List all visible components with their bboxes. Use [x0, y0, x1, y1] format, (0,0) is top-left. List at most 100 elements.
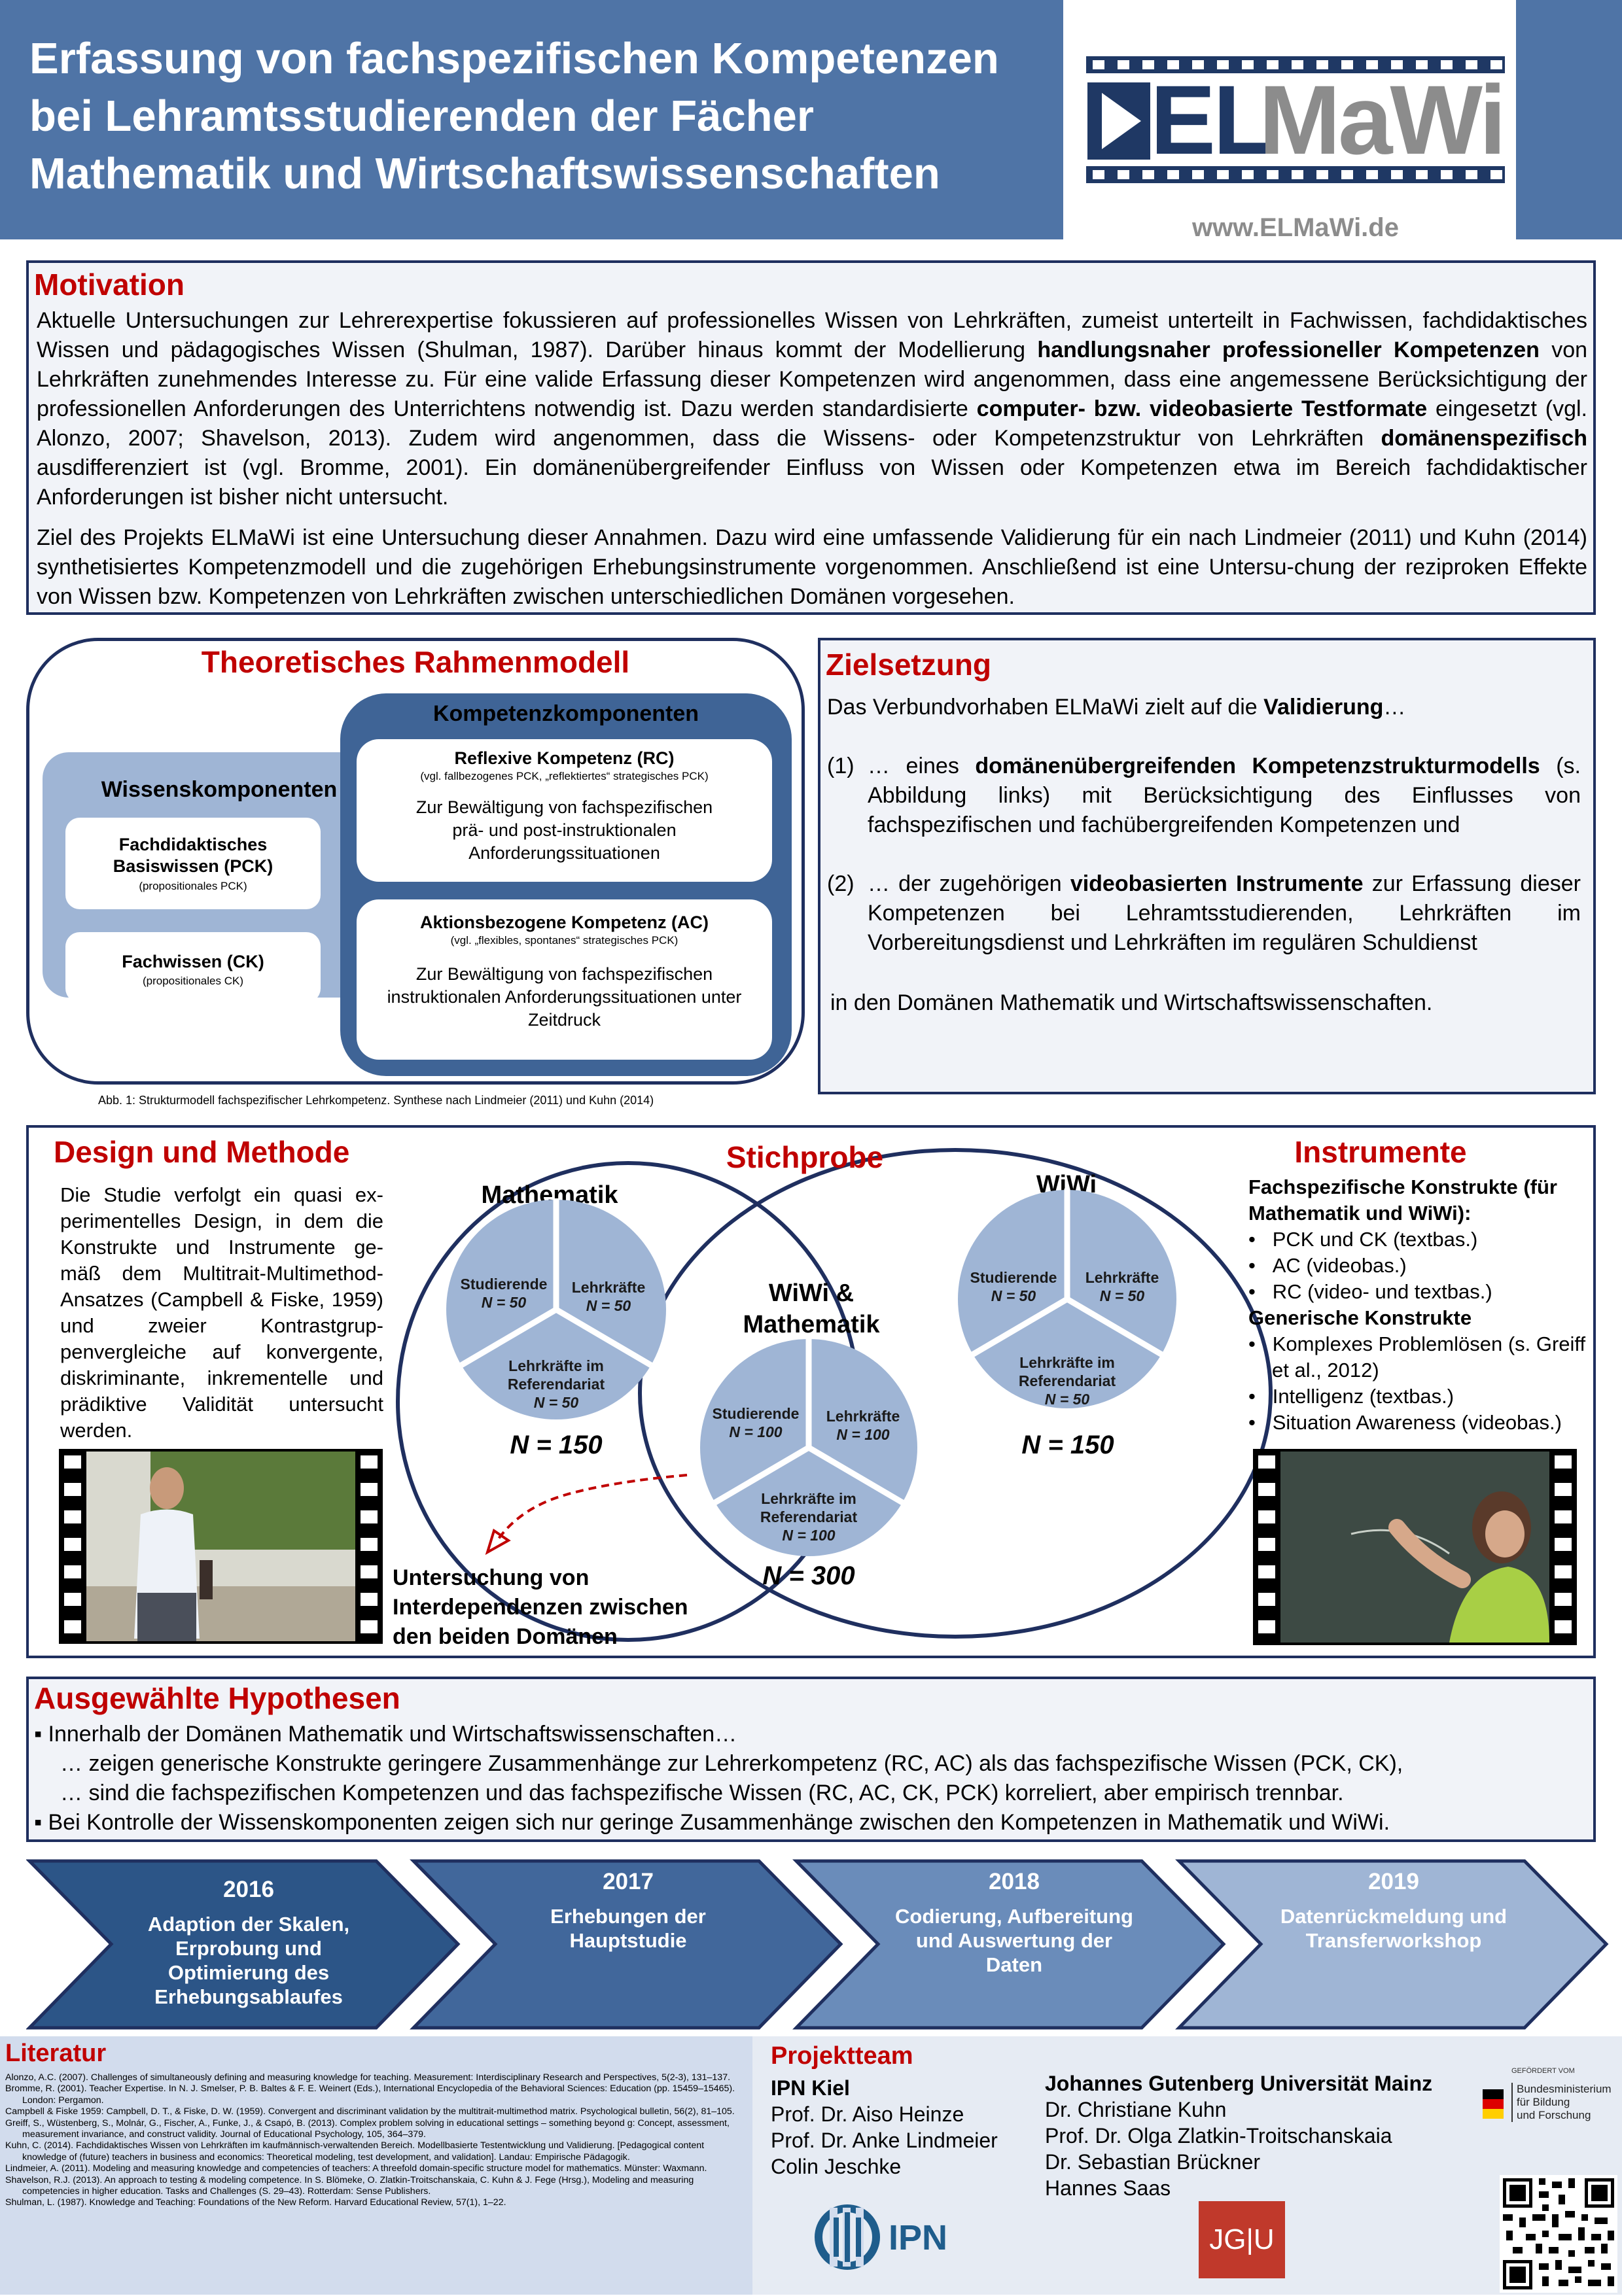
pck-box: Fachdidaktisches Basiswissen (PCK) (prop… [65, 818, 321, 909]
funder-line: Bundesministerium [1517, 2083, 1612, 2095]
segment-label: Lehrkräfte [1085, 1269, 1159, 1286]
bullet-icon: • [1248, 1332, 1273, 1355]
text-run: Aktuelle Untersuchungen zur Lehrerexpert… [37, 308, 1587, 362]
motivation-title: Motivation [34, 268, 185, 302]
knowledge-components-title: Wissenskomponenten [101, 777, 338, 802]
ck-box: Fachwissen (CK) (propositionales CK) [65, 932, 321, 1003]
team-member: Dr. Christiane Kuhn [1045, 2098, 1227, 2121]
instrument-label: Situation Awareness (videobas.) [1272, 1411, 1562, 1434]
ck-title: Fachwissen (CK) [122, 952, 264, 971]
title-line: Mathematik und Wirtschaftswissenschaften [29, 149, 940, 198]
funder-line: und Forschung [1517, 2109, 1591, 2121]
segment-count: N = 100 [782, 1527, 836, 1544]
text-run: ausdifferenziert ist (vgl. Bromme, 2001)… [37, 455, 1587, 510]
poster-title: Erfassung von fachspezifischen Kompetenz… [29, 30, 1050, 203]
hypotheses-title: Ausgewählte Hypothesen [34, 1681, 400, 1715]
elmawi-logo: EL MaWi [1086, 51, 1506, 188]
hypotheses-box: Ausgewählte Hypothesen ▪ Innerhalb der D… [26, 1677, 1596, 1842]
eagle-icon [1483, 2089, 1504, 2119]
project-url[interactable]: www.ELMaWi.de [1192, 213, 1399, 242]
reference: Lindmeier, A. (2011). Modeling and measu… [5, 2163, 707, 2174]
goal-item-1-number: (1) [827, 754, 855, 778]
instrument-item: • PCK und CK (textbas.) [1248, 1226, 1589, 1253]
instrument-item: • RC (video- und textbas.) [1248, 1279, 1589, 1305]
title-line: Erfassung von fachspezifischen Kompetenz… [29, 34, 999, 83]
timeline-year: 2017 [603, 1869, 654, 1894]
instrument-item: • AC (videobas.) [1248, 1253, 1589, 1279]
instrument-label: Intelligenz (textbas.) [1272, 1385, 1455, 1408]
bullet-icon: • [1248, 1411, 1273, 1434]
timeline-text: Adaption der Skalen, Erprobung und Optim… [147, 1913, 350, 2008]
segment-label: Studierende [970, 1269, 1057, 1286]
team-member: Hannes Saas [1045, 2176, 1171, 2200]
reference: Shulman, L. (1987). Knowledge and Teachi… [5, 2197, 506, 2208]
instrument-item: • Situation Awareness (videobas.) [1248, 1410, 1589, 1436]
reference: Greiff, S., Wüstenberg, S., Molnár, G., … [5, 2117, 730, 2140]
motivation-paragraph-2: Ziel des Projekts ELMaWi ist eine Unters… [37, 525, 1587, 609]
hypothesis-line: … sind die fachspezifischen Kompetenzen … [60, 1781, 1344, 1805]
hypothesis-line: … zeigen generische Konstrukte geringere… [60, 1751, 1403, 1776]
teacher-photo-strip [1253, 1449, 1577, 1645]
bmbf-logo: GEFÖRDERT VOM Bundesministerium für Bild… [1480, 2067, 1617, 2122]
text-run: … eines [868, 754, 976, 778]
ac-text: Zur Bewältigung von fachspezifischen ins… [387, 964, 742, 1030]
instrument-item: • Intelligenz (textbas.) [1248, 1383, 1589, 1410]
logo-text-mawi: MaWi [1259, 65, 1506, 175]
timeline-year: 2019 [1368, 1869, 1419, 1894]
emphasis: domänenspezifisch [1381, 426, 1587, 451]
both-total: N = 300 [762, 1561, 855, 1590]
team-member: Colin Jeschke [771, 2155, 902, 2178]
goal-item-1: … eines domänenübergreifenden Kompetenzs… [868, 752, 1581, 840]
wiwi-total: N = 150 [1021, 1431, 1114, 1459]
goal-item-2: … der zugehörigen videobasierten Instrum… [868, 869, 1581, 958]
both-label: WiWi & Mathematik [743, 1279, 880, 1338]
emphasis: handlungsnaher professioneller Kompetenz… [1037, 338, 1540, 362]
qr-code[interactable] [1500, 2175, 1617, 2293]
bullet-icon: • [1248, 1280, 1273, 1303]
literature-panel [0, 2036, 752, 2295]
title-line: bei Lehramtsstudierenden der Fächer [29, 92, 814, 141]
instrument-label: RC (video- und textbas.) [1272, 1280, 1492, 1303]
bullet-icon: • [1248, 1254, 1273, 1277]
hypotheses-list: ▪ Innerhalb der Domänen Mathematik und W… [34, 1720, 1585, 1837]
team-member: Prof. Dr. Anke Lindmeier [771, 2129, 998, 2152]
goal-title: Zielsetzung [826, 648, 992, 682]
rc-box: Reflexive Kompetenz (RC) (vgl. fallbezog… [357, 739, 772, 882]
framework-caption: Abb. 1: Strukturmodell fachspezifischer … [98, 1094, 654, 1107]
generic-constructs-title: Generische Konstrukte [1248, 1306, 1472, 1329]
goal-box: Zielsetzung Das Verbundvorhaben ELMaWi z… [818, 638, 1596, 1094]
reference: Bromme, R. (2001). Teacher Expertise. In… [5, 2083, 735, 2106]
instrument-label: Komplexes Problemlösen (s. Greiff et al.… [1272, 1332, 1586, 1382]
hypothesis-line: ▪ Bei Kontrolle der Wissenskomponenten z… [34, 1808, 1585, 1837]
reference: Alonzo, A.C. (2007). Challenges of simul… [5, 2072, 731, 2083]
segment-count: N = 50 [1044, 1391, 1090, 1408]
funder-name: Bundesministerium für Bildung und Forsch… [1511, 2083, 1617, 2122]
team-title: Projektteam [771, 2042, 913, 2070]
hypothesis-line: ▪ Innerhalb der Domänen Mathematik und W… [34, 1720, 1585, 1749]
timeline-chevron-2018 [792, 1859, 1226, 2030]
kiel-title: IPN Kiel [771, 2076, 850, 2100]
specific-constructs-title: Fachspezifische Konstrukte (für Mathemat… [1248, 1175, 1557, 1225]
segment-label: Lehrkräfte [826, 1408, 900, 1425]
timeline-chevron-2016 [26, 1859, 461, 2030]
bullet-icon: • [1248, 1228, 1273, 1251]
motivation-box: Motivation Aktuelle Untersuchungen zur L… [26, 260, 1596, 615]
team-member: Dr. Sebastian Brückner [1045, 2150, 1261, 2174]
segment-label: Lehrkräfte im Referendariat [507, 1357, 605, 1393]
timeline-chevrons [26, 1859, 1609, 2030]
square-bullet-icon: ▪ [34, 1722, 48, 1747]
header-banner [0, 0, 1063, 239]
